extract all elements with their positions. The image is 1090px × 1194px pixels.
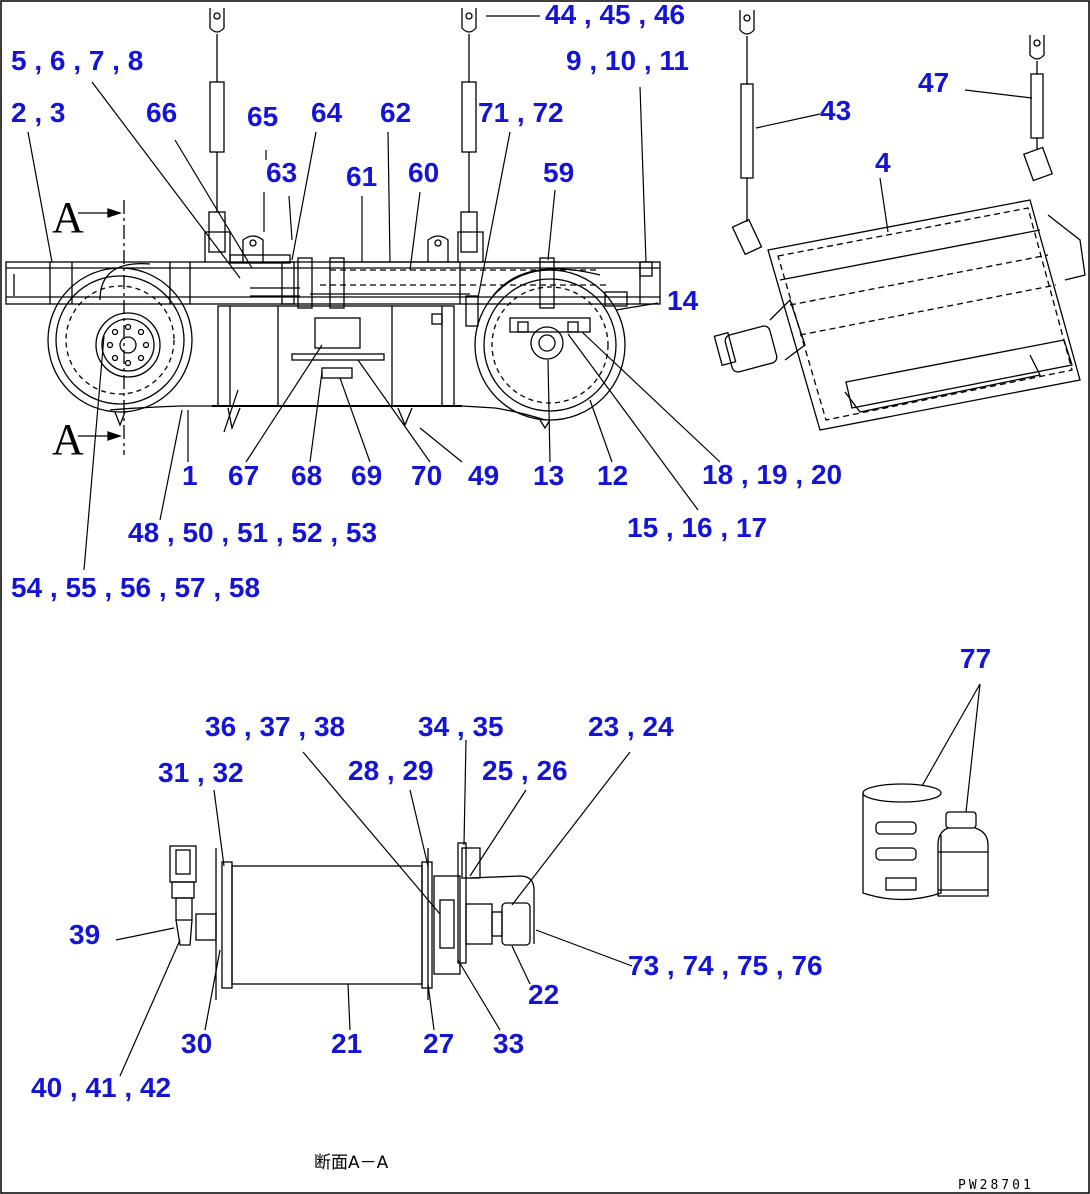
part-label: 39 (69, 919, 101, 950)
turnbuckle-right (460, 8, 478, 253)
part-label: 65 (247, 101, 279, 132)
part-label: 2 , 3 (11, 97, 66, 128)
part-label: 27 (423, 1028, 455, 1059)
drawing-code: PW28701 (958, 1178, 1034, 1193)
leader-lines (27, 15, 1033, 1077)
part-label: 44 , 45 , 46 (545, 0, 686, 30)
part-label: 4 (875, 147, 891, 178)
part-label: 48 , 50 , 51 , 52 , 53 (128, 517, 378, 548)
magnet-body (212, 305, 462, 407)
part-label: 66 (146, 97, 178, 128)
part-label: 14 (667, 285, 699, 316)
part-label: 30 (181, 1028, 213, 1059)
turnbuckle-left (208, 8, 226, 253)
part-label: 1 (182, 460, 198, 491)
bottom-shoes (227, 407, 413, 431)
part-label: 54 , 55 , 56 , 57 , 58 (11, 572, 261, 603)
oil-containers (862, 783, 989, 901)
part-label: 64 (311, 97, 343, 128)
part-label: 62 (380, 97, 412, 128)
part-label: 71 , 72 (478, 97, 564, 128)
part-label: 25 , 26 (482, 755, 568, 786)
part-label: 18 , 19 , 20 (702, 459, 843, 490)
part-label: 5 , 6 , 7 , 8 (11, 45, 144, 76)
part-label: 70 (411, 460, 443, 491)
part-label: 33 (493, 1028, 525, 1059)
part-label: 28 , 29 (348, 755, 434, 786)
part-label: 43 (820, 95, 852, 126)
section-caption: 断面A－A (314, 1153, 389, 1173)
left-pulley (47, 267, 193, 427)
section-marker-bottom: A (52, 415, 84, 464)
part-label: 22 (528, 979, 560, 1010)
part-label: 40 , 41 , 42 (31, 1072, 172, 1103)
section-view (169, 842, 535, 1000)
frame-beam (5, 254, 661, 307)
section-marker-top: A (52, 193, 84, 242)
part-label: 36 , 37 , 38 (205, 711, 346, 742)
part-label: 73 , 74 , 75 , 76 (628, 950, 823, 981)
part-label: 61 (346, 161, 378, 192)
part-label: 13 (533, 460, 565, 491)
part-label: 23 , 24 (588, 711, 674, 742)
part-label: 77 (960, 643, 992, 674)
part-label: 67 (228, 460, 260, 491)
conveyor-belt (99, 263, 601, 421)
right-pulley (474, 269, 626, 430)
part-label: 47 (918, 67, 950, 98)
part-label: 31 , 32 (158, 757, 244, 788)
part-label: 21 (331, 1028, 363, 1059)
lifting-lugs (204, 231, 484, 262)
part-label: 15 , 16 , 17 (627, 512, 768, 543)
part-label: 68 (291, 460, 323, 491)
part-label: 63 (266, 157, 298, 188)
tilted-magnet (713, 10, 1086, 431)
section-line-a (78, 200, 125, 455)
part-label: 49 (468, 460, 500, 491)
clamp-bands (250, 257, 555, 327)
part-label: 69 (351, 460, 383, 491)
part-label: 59 (543, 157, 575, 188)
part-label: 9 , 10 , 11 (566, 45, 689, 76)
part-label: 60 (408, 157, 440, 188)
part-label: 12 (597, 460, 629, 491)
part-label: 34 , 35 (418, 711, 504, 742)
